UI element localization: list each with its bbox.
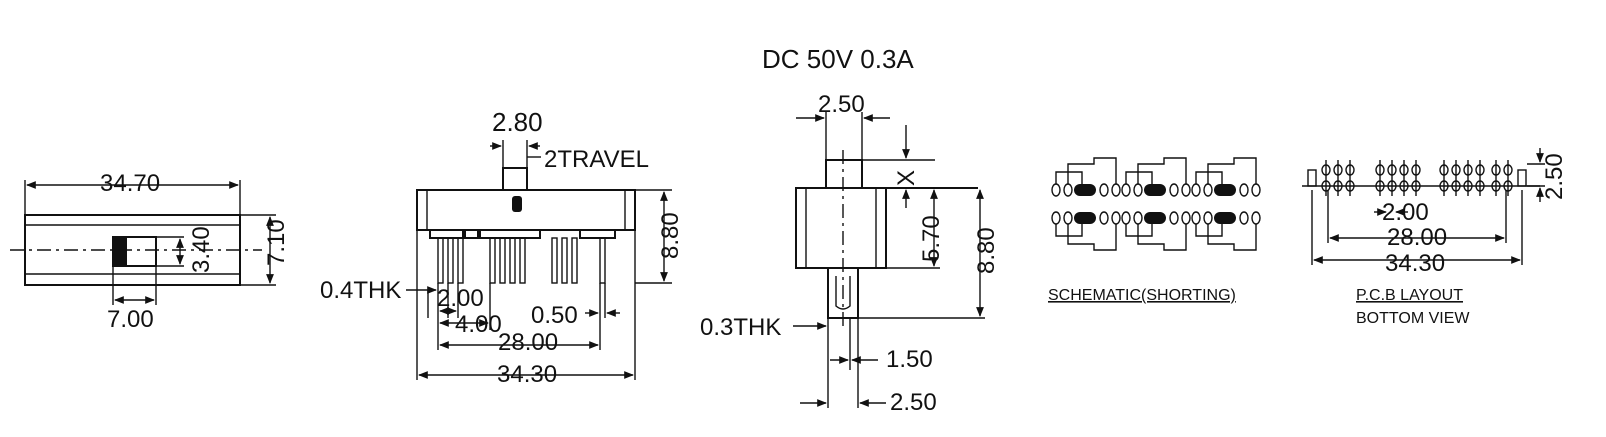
front-view-group-pitch-label: 4.00 — [455, 311, 502, 338]
side-view-actuator — [825, 159, 863, 189]
schematic-caption: SCHEMATIC(SHORTING) — [1048, 287, 1236, 304]
front-view-travel-label: 2TRAVEL — [544, 146, 649, 173]
front-view-body-length-label: 34.30 — [497, 361, 557, 388]
front-view-actuator — [502, 167, 528, 191]
front-view-height-label: 8.80 — [657, 212, 684, 259]
pcb-overall-label: 34.30 — [1385, 250, 1445, 277]
side-view — [793, 112, 985, 408]
pcb-row-spacing-label: 2.50 — [1541, 153, 1568, 200]
pcb-pin-span-label: 28.00 — [1387, 224, 1447, 251]
rating-label: DC 50V 0.3A — [762, 44, 914, 74]
front-view-pin-thickness-label: 0.4THK — [320, 277, 401, 304]
top-view-knob — [113, 237, 127, 266]
side-view-body-height-label: 5.70 — [918, 215, 945, 262]
side-view-height-label: 8.80 — [973, 227, 1000, 274]
schematic-switch-cell — [1191, 157, 1261, 251]
pcb-caption-line1: P.C.B LAYOUT — [1356, 287, 1463, 304]
top-view-height-label: 7.10 — [263, 219, 290, 266]
pcb-hole-grid — [1321, 160, 1513, 196]
front-view — [406, 140, 672, 380]
side-view-pin-width-label: 1.50 — [886, 346, 933, 373]
side-view-knob-width-label: 2.50 — [818, 91, 865, 118]
schematic-diagram — [1051, 157, 1261, 251]
side-view-body — [795, 187, 887, 269]
top-view — [10, 180, 276, 305]
top-view-knob-height-label: 3.40 — [188, 226, 215, 273]
schematic-switch-cell — [1121, 157, 1191, 251]
front-view-travel-width-label: 2.80 — [492, 107, 543, 137]
side-view-pin-thickness-label: 0.3THK — [700, 314, 781, 341]
top-view-length-label: 34.70 — [100, 170, 160, 197]
front-view-pin-span-label: 28.00 — [498, 329, 558, 356]
side-view-pin-spacing-label: 2.50 — [890, 389, 937, 416]
pcb-layout — [1302, 148, 1545, 265]
pcb-caption-line2: BOTTOM VIEW — [1356, 310, 1470, 327]
schematic-switch-cell — [1051, 157, 1121, 251]
pcb-pin-pitch-label: 2.00 — [1382, 199, 1429, 226]
front-view-pins — [437, 237, 606, 284]
front-view-pin-width-label: 0.50 — [531, 302, 578, 329]
front-view-body — [416, 189, 636, 231]
front-view-pin-pitch-label: 2.00 — [437, 285, 484, 312]
side-view-x-label: X — [893, 170, 920, 186]
top-view-knob-offset-label: 7.00 — [107, 306, 154, 333]
